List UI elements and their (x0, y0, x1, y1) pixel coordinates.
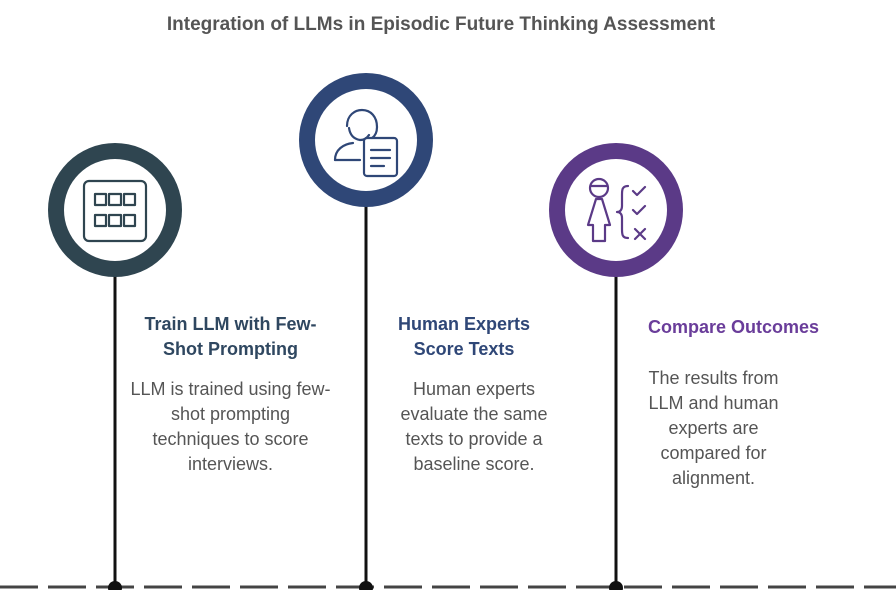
step-3-description: The results from LLM and human experts a… (648, 368, 779, 488)
step-1-end-dot (108, 581, 122, 590)
step-3-node (549, 143, 683, 590)
step-1-node (48, 143, 182, 590)
step-1-description: LLM is trained using few-shot prompting … (130, 379, 331, 474)
table-grid-icon (82, 179, 148, 243)
step-3-end-dot (609, 581, 623, 590)
step-2-title: Human Experts Score Texts (397, 314, 531, 359)
diagram-title: Integration of LLMs in Episodic Future T… (166, 14, 716, 35)
step-2-end-dot (359, 581, 373, 590)
step-2-node (299, 73, 433, 590)
step-1-title: Train LLM with Few-Shot Prompting (144, 314, 317, 359)
step-2-description: Human experts evaluate the same texts to… (400, 379, 548, 474)
person-checklist-icon (586, 177, 647, 243)
person-document-icon (333, 108, 399, 178)
step-3-title: Compare Outcomes (647, 317, 820, 337)
